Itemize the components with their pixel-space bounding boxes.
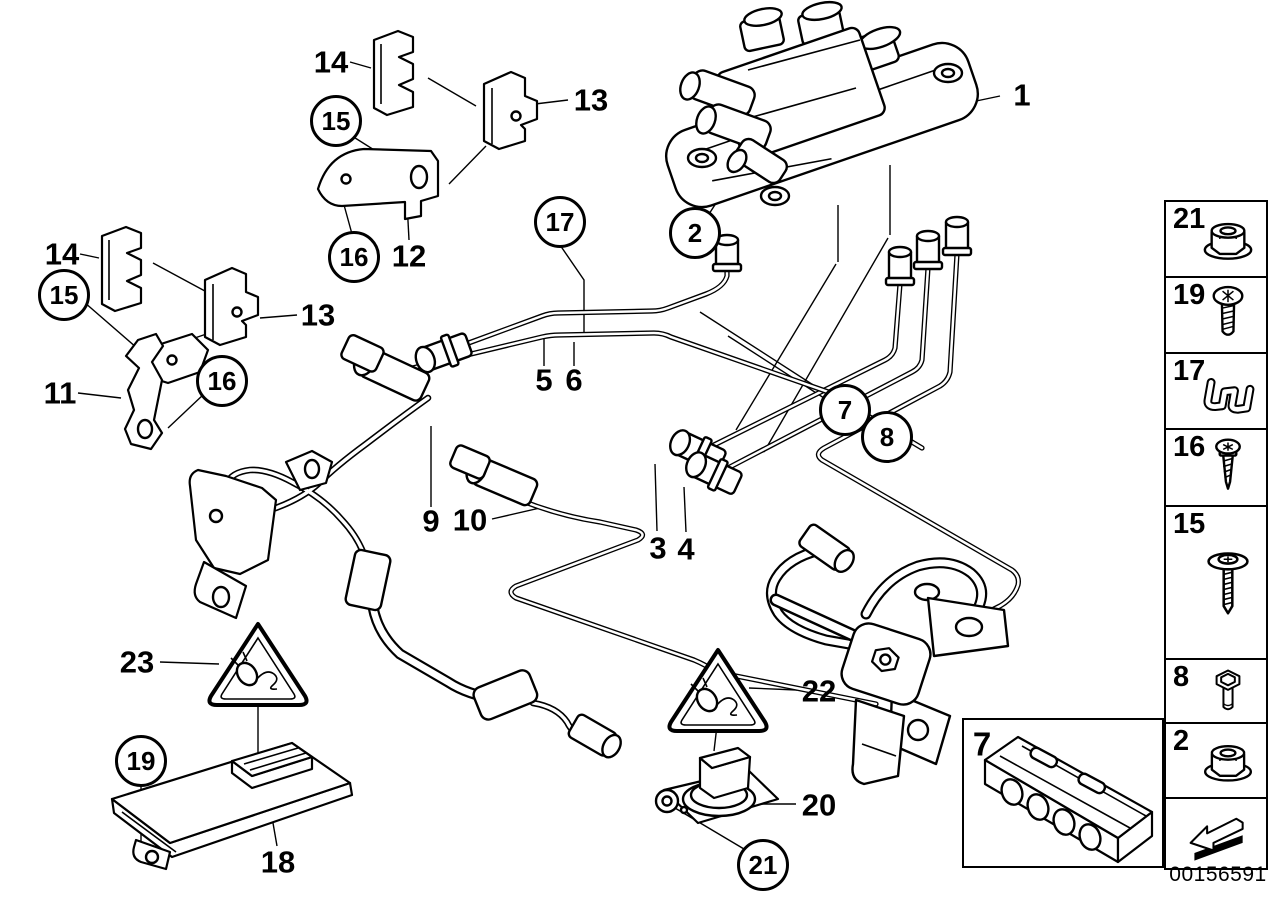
callout-15[interactable]: 15 xyxy=(310,95,362,147)
callout-16[interactable]: 16 xyxy=(328,231,380,283)
callout-17[interactable]: 17 xyxy=(534,196,586,248)
sidebar-item-arrow[interactable] xyxy=(1164,797,1268,870)
sidebar-item-19[interactable]: 19 xyxy=(1164,276,1268,354)
callout-4[interactable]: 4 xyxy=(677,531,695,567)
callout-5[interactable]: 5 xyxy=(535,362,553,398)
rear-hose-assembly xyxy=(766,523,1010,786)
direction-arrow-icon xyxy=(1170,802,1262,865)
callout-8[interactable]: 8 xyxy=(861,411,913,463)
callout-3[interactable]: 3 xyxy=(649,530,667,566)
callout-6[interactable]: 6 xyxy=(565,362,583,398)
pan-head-screw-icon xyxy=(1192,281,1264,349)
callout-1[interactable]: 1 xyxy=(1013,77,1031,113)
callout-16[interactable]: 16 xyxy=(196,355,248,407)
callout-22[interactable]: 22 xyxy=(801,673,837,709)
callout-14[interactable]: 14 xyxy=(44,236,80,272)
sidebar-item-label: 2 xyxy=(1173,725,1190,757)
callout-15[interactable]: 15 xyxy=(38,269,90,321)
sidebar-item-15[interactable]: 15 xyxy=(1164,505,1268,660)
sidebar-item-8[interactable]: 8 xyxy=(1164,658,1268,724)
callout-13[interactable]: 13 xyxy=(573,82,609,118)
self-tapping-screw-icon xyxy=(1192,433,1264,502)
warning-triangle-23 xyxy=(207,622,309,707)
valve-block-assembly xyxy=(665,0,979,209)
height-sensor xyxy=(654,746,780,825)
warning-triangle-22 xyxy=(667,648,769,733)
collar-screw-icon xyxy=(1192,513,1264,652)
callout-14[interactable]: 14 xyxy=(313,44,349,80)
callout-9[interactable]: 9 xyxy=(422,503,440,539)
sidebar-item-17[interactable]: 17 xyxy=(1164,352,1268,430)
callout-12[interactable]: 12 xyxy=(391,238,427,274)
sidebar-item-label: 21 xyxy=(1173,203,1206,235)
sidebar-item-16[interactable]: 16 xyxy=(1164,428,1268,507)
inset-valve-body xyxy=(983,735,1154,864)
callout-20[interactable]: 20 xyxy=(801,787,837,823)
callout-23[interactable]: 23 xyxy=(119,644,155,680)
callout-10[interactable]: 10 xyxy=(452,502,488,538)
flange-nut-icon xyxy=(1192,727,1264,794)
spring-clip-icon xyxy=(1192,357,1264,425)
sidebar-item-2[interactable]: 2 xyxy=(1164,722,1268,799)
callout-19[interactable]: 19 xyxy=(115,735,167,787)
sidebar-item-label: 15 xyxy=(1173,508,1206,540)
inset-detail-box[interactable] xyxy=(962,718,1164,868)
sidebar-item-21[interactable]: 21 xyxy=(1164,200,1268,278)
callout-18[interactable]: 18 xyxy=(260,844,296,880)
callout-2[interactable]: 2 xyxy=(669,207,721,259)
callout-11[interactable]: 11 xyxy=(43,375,77,411)
pipes-drawing xyxy=(220,251,1021,742)
control-unit xyxy=(110,741,354,871)
flange-nut-icon xyxy=(1192,205,1264,273)
hex-bolt-icon xyxy=(1192,662,1264,719)
sidebar-item-label: 17 xyxy=(1173,355,1206,387)
callout-7[interactable]: 7 xyxy=(972,725,992,763)
pipe-fittings xyxy=(340,215,973,759)
callout-21[interactable]: 21 xyxy=(737,839,789,891)
callout-13[interactable]: 13 xyxy=(300,297,336,333)
sidebar-item-label: 8 xyxy=(1173,661,1190,693)
sidebar-item-label: 16 xyxy=(1173,431,1206,463)
clips-and-brackets xyxy=(100,29,539,620)
sidebar-item-label: 19 xyxy=(1173,279,1206,311)
plate-number: 00156591 xyxy=(1169,863,1267,886)
